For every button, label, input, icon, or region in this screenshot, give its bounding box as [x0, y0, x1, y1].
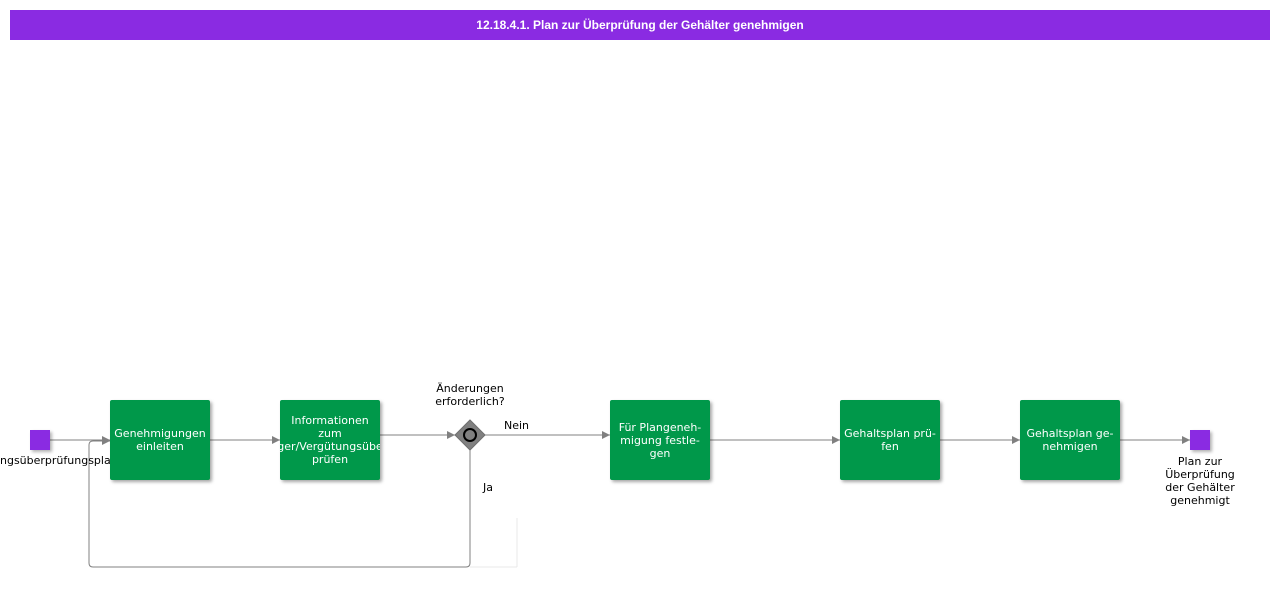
gateway-circle-icon — [463, 428, 477, 442]
task-label: Gehaltsplan ge- nehmigen — [1026, 427, 1114, 453]
flow-gateway-yes-loop — [88, 437, 471, 568]
start-event[interactable] — [30, 430, 50, 450]
gateway-question-label: Änderungen erforderlich? — [435, 382, 505, 408]
task-label: Gehaltsplan prü- fen — [844, 427, 936, 453]
gateway-yes-label: Ja — [483, 481, 493, 494]
start-event-label: ngsüberprüfungspla — [0, 454, 111, 467]
end-event[interactable] — [1190, 430, 1210, 450]
task-gehaltsplan-genehmigen[interactable]: Gehaltsplan ge- nehmigen — [1020, 400, 1120, 480]
task-label: Für Plangeneh- migung festle- gen — [618, 420, 702, 460]
diagram-title: 12.18.4.1. Plan zur Überprüfung der Gehä… — [10, 10, 1270, 40]
task-genehmigungen-einleiten[interactable]: Genehmigungen einleiten — [110, 400, 210, 480]
exclusive-gateway[interactable] — [454, 419, 486, 451]
task-plangenehmigung-festlegen[interactable]: Für Plangeneh- migung festle- gen — [610, 400, 710, 480]
task-informationen-pruefen[interactable]: Informationen zum ger/Vergütungsübe prüf… — [280, 400, 380, 480]
task-label: Informationen zum ger/Vergütungsübe prüf… — [280, 414, 380, 466]
end-event-label: Plan zur Überprüfung der Gehälter genehm… — [1165, 455, 1235, 507]
gateway-no-label: Nein — [504, 419, 530, 432]
task-label: Genehmigungen einleiten — [114, 427, 206, 453]
task-gehaltsplan-pruefen[interactable]: Gehaltsplan prü- fen — [840, 400, 940, 480]
